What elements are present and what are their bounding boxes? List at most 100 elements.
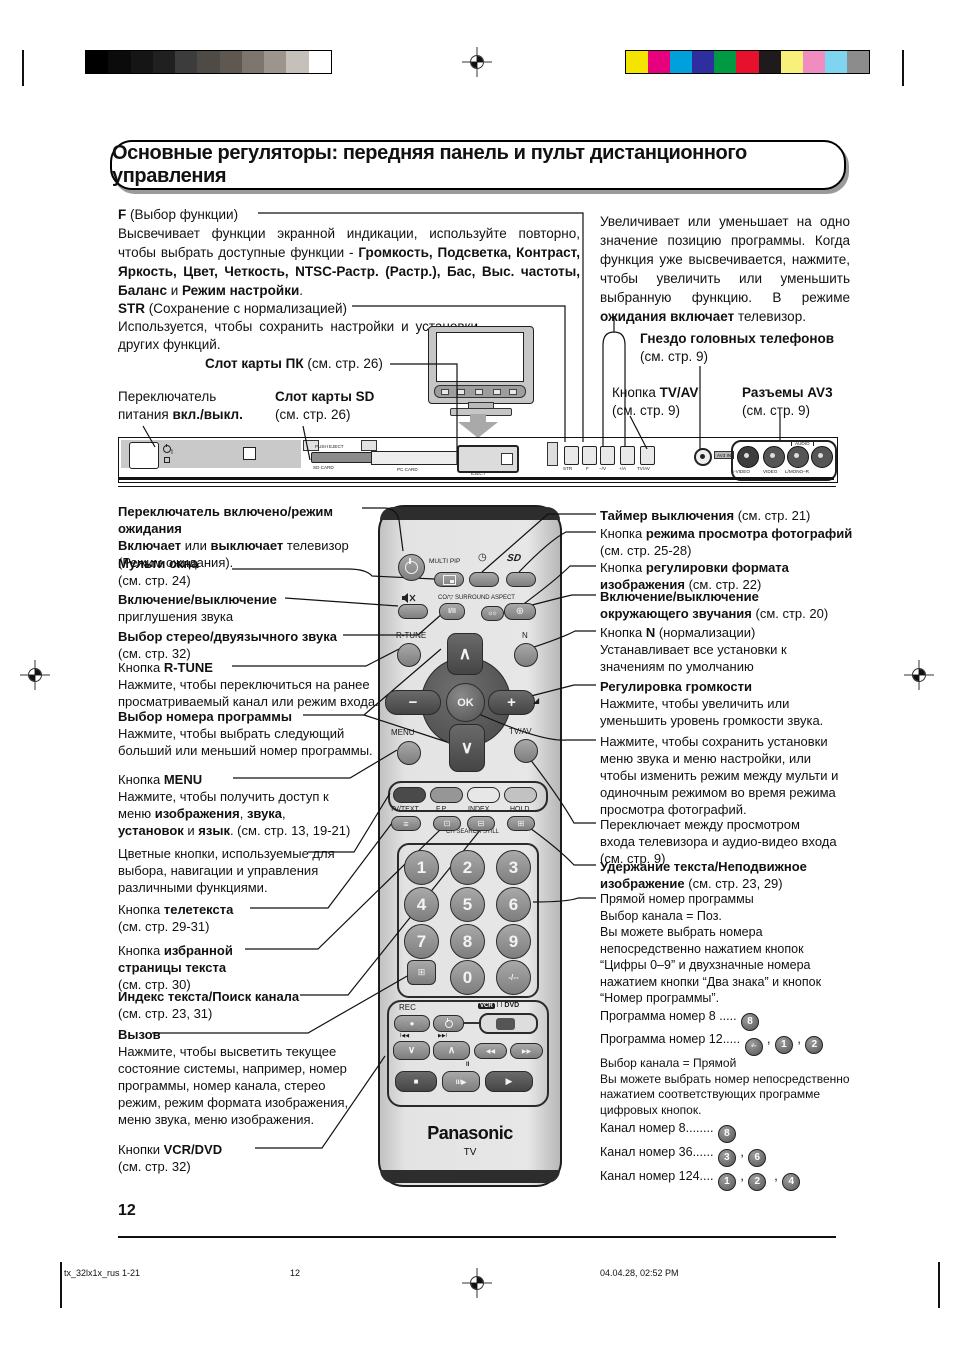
direct-channel-124: Канал номер 124.... 1 , 2 , 4 — [600, 1168, 862, 1191]
calibration-swatch — [670, 51, 693, 73]
channel-up-button: ∧ — [433, 1041, 470, 1060]
power-icon — [444, 1018, 453, 1028]
tvtext-label: TV/TEXT — [390, 806, 419, 813]
calibration-swatch — [152, 51, 176, 73]
label-teletext: Кнопка телетекста (см. стр. 29-31) — [118, 902, 234, 934]
mute-icon — [402, 593, 416, 603]
panel-hinge — [361, 440, 377, 451]
switch-knob — [496, 1017, 515, 1030]
switch-link-line — [464, 1022, 479, 1024]
pause-step-button: II/▶ — [442, 1071, 480, 1092]
calibration-swatch — [241, 51, 265, 73]
remote-bottom-edge — [380, 1170, 560, 1183]
key-circle: 1 — [717, 1172, 736, 1191]
key-circle: 1 — [774, 1035, 793, 1054]
panel-tvav-button — [640, 446, 655, 465]
label-hold-still: Удержание текста/Неподвижное изображение… — [600, 859, 807, 891]
av3-in-label: AV3 IN — [714, 451, 735, 459]
photo-viewer-button — [506, 572, 536, 587]
digit-7-button: 7 — [404, 924, 439, 959]
panel-power-button — [129, 442, 159, 469]
hold-still-button: ⊞ — [507, 816, 535, 831]
calibration-swatch — [714, 51, 737, 73]
label-r-tune: Кнопка R-TUNE Нажмите, чтобы переключить… — [118, 660, 379, 709]
volume-down-button — [600, 446, 615, 465]
registration-mark-right — [904, 660, 934, 690]
video-jack — [763, 446, 785, 468]
direct-channel-36: Канал номер 36...... 3 , 6 — [600, 1144, 862, 1167]
calibration-swatch — [780, 51, 803, 73]
tvav-label: TV/AV — [637, 466, 650, 471]
label-photo-view-mode: Кнопка режима просмотра фотографий (см. … — [600, 526, 853, 558]
color-calibration-bar — [625, 50, 870, 74]
str-button-label: STR — [563, 466, 573, 471]
pc-card-label: PC CARD — [397, 467, 418, 472]
label-program-select: Выбор номера программы Нажмите, чтобы вы… — [118, 709, 373, 758]
label-tvav-switch: Переключает между просмотром входа телев… — [600, 817, 837, 866]
hold-label: HOLD — [510, 806, 530, 813]
dvd-label: DVD — [504, 1002, 520, 1009]
label-index-search: Индекс текста/Поиск канала (см. стр. 23,… — [118, 989, 300, 1021]
sound-row-label: CO/▽ SURROUND ASPECT — [438, 595, 515, 601]
sd-card-label: SD CARD — [313, 465, 334, 470]
calibration-swatch — [197, 51, 220, 73]
label-favourite-page: Кнопка избранной страницы текста (см. ст… — [118, 943, 233, 992]
calibration-swatch — [846, 51, 870, 73]
calibration-swatch — [802, 51, 825, 73]
multi-pip-button — [434, 572, 464, 587]
normalize-button — [514, 643, 538, 667]
registration-mark-bottom — [462, 1268, 492, 1298]
page-title: Основные регуляторы: передняя панель и п… — [112, 142, 747, 187]
pip-icon — [442, 574, 456, 585]
two-digit-button: -/-- — [496, 960, 531, 995]
status-call-button: ⊞ — [407, 960, 436, 985]
key-circle: 2 — [748, 1172, 767, 1191]
rewind-button: ◀◀ — [474, 1043, 507, 1059]
calibration-swatch — [130, 51, 153, 73]
footer-datetime: 04.04.28, 02:52 PM — [600, 1268, 679, 1278]
r-tune-label: R-TUNE — [396, 631, 427, 640]
label-stereo-select: Выбор стерео/двуязычного звука (см. стр.… — [118, 629, 337, 661]
key-circle: 3 — [717, 1148, 736, 1167]
calibration-swatch — [692, 51, 715, 73]
label-vcr-dvd-buttons: Кнопки VCR/DVD (см. стр. 32) — [118, 1142, 223, 1174]
label-volume: Регулировка громкости Нажмите, чтобы уве… — [600, 679, 824, 728]
volume-up-button — [620, 446, 635, 465]
str-button — [564, 446, 579, 465]
footer-filename: tx_32lx1x_rus 1-21 — [64, 1268, 141, 1278]
f-description: Высвечивает функции экранной индикации, … — [118, 226, 580, 298]
tv-front-panel-highlight — [434, 385, 526, 398]
program-down-button: ∨ — [449, 724, 485, 772]
direct-program-8: Программа номер 8 ..... 8 — [600, 1008, 862, 1031]
fast-forward-button: ▶▶ — [510, 1043, 543, 1059]
av3-jacks-label: Разъемы AV3 (см. стр. 9) — [742, 385, 833, 418]
menu-label: MENU — [391, 728, 415, 737]
index-label: INDEX — [468, 806, 490, 813]
mute-button — [398, 604, 428, 619]
remote-sensor — [243, 447, 256, 460]
panel-recess — [547, 442, 558, 466]
key-circle: 2 — [805, 1035, 824, 1054]
key-circle: -/-- — [744, 1037, 763, 1056]
digit-1-button: 1 — [404, 850, 439, 885]
teletext-button: ≡ — [391, 816, 421, 831]
tvav-button — [514, 739, 538, 763]
push-eject-label: PUSH EJECT — [315, 444, 344, 449]
f-heading: F (Выбор функции) — [118, 207, 239, 222]
digit-2-button: 2 — [450, 850, 485, 885]
calibration-swatch — [86, 51, 109, 73]
power-icon — [405, 558, 418, 574]
program-up-button: ∧ — [447, 633, 483, 675]
tv-illustration — [428, 326, 534, 404]
registration-mark-top — [462, 47, 492, 77]
label-direct-program: Прямой номер программы Выбор канала = По… — [600, 892, 822, 1005]
page-number: 12 — [118, 1202, 136, 1219]
tvav-button-label: Кнопка TV/AV (см. стр. 9) — [612, 385, 699, 418]
surround-button: ⊙⊙ — [481, 606, 504, 621]
vol-up-label: +/A — [619, 466, 627, 471]
pc-card — [457, 445, 519, 473]
calibration-swatch — [308, 51, 331, 73]
blue-button — [504, 787, 537, 803]
skip-forward-icon: ▶▶I — [438, 1033, 448, 1039]
menu-button — [397, 741, 421, 765]
